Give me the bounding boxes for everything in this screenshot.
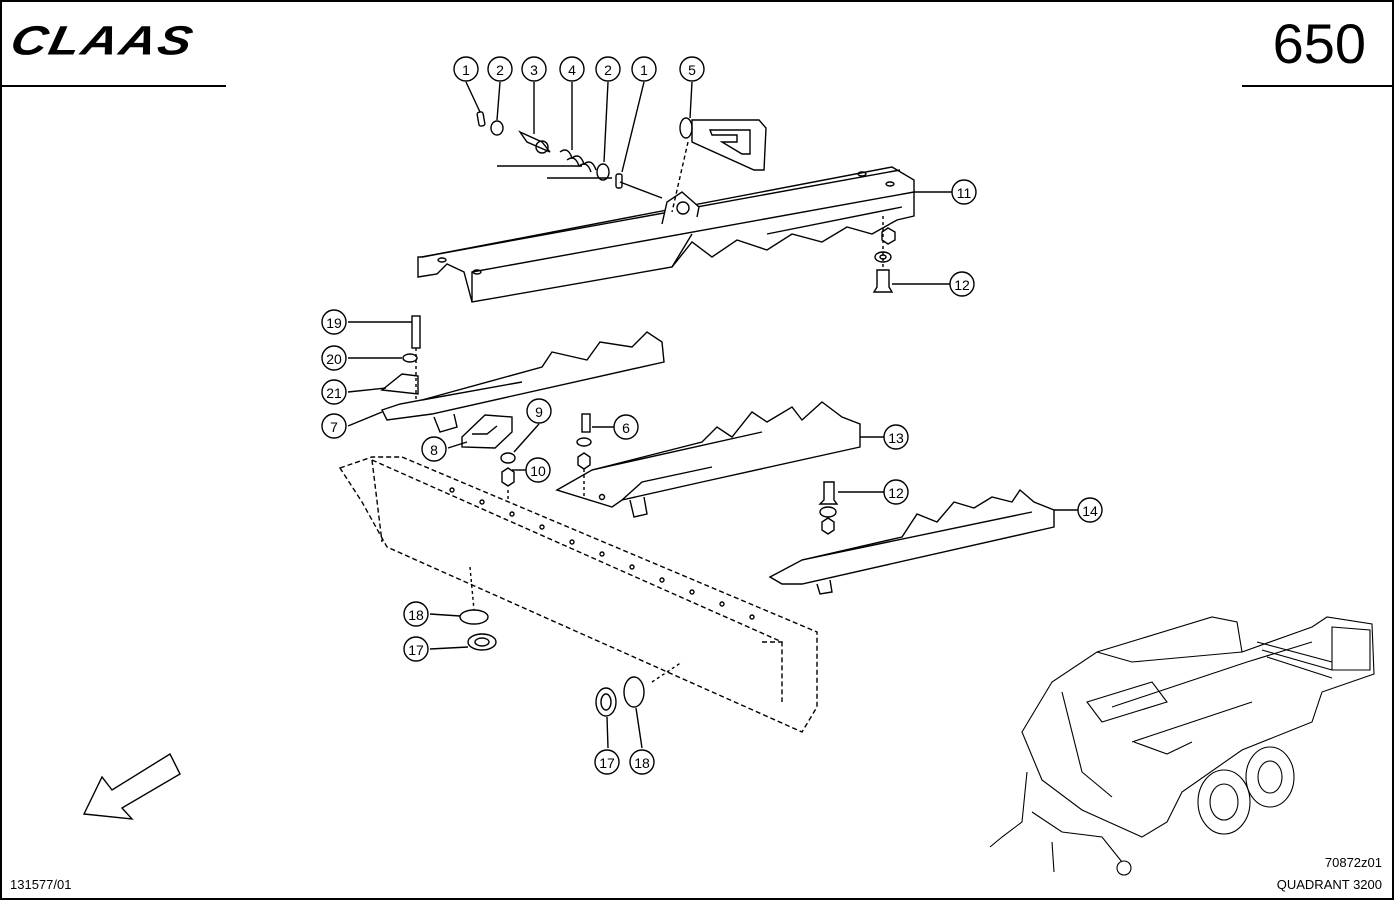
drawing-code: 70872z01 [1324, 855, 1382, 870]
callout-circle [883, 479, 909, 505]
document-code: 131577/01 [10, 877, 72, 892]
callout-number: 18 [408, 607, 424, 623]
callout-circle [629, 749, 655, 775]
part-18-ring-right [623, 661, 683, 708]
callout-c4: 4 [559, 56, 585, 82]
direction-arrow-icon [82, 753, 181, 820]
callout-circle [526, 398, 552, 424]
callout-circle [421, 436, 447, 462]
frame-holes [449, 487, 755, 620]
callout-number: 17 [408, 642, 424, 658]
part-12-lower-bolt [818, 481, 839, 535]
callout-c7: 7 [321, 413, 347, 439]
callout-c1b: 1 [631, 56, 657, 82]
part-10-nut-washer [500, 452, 516, 502]
callout-number: 8 [430, 442, 438, 458]
callout-number: 18 [634, 755, 650, 771]
callout-number: 13 [888, 430, 904, 446]
part-13-knife-assembly [555, 401, 861, 518]
page-number: 650 [1272, 12, 1366, 75]
callout-circle [631, 56, 657, 82]
callout-circle [403, 601, 429, 627]
callout-circle [321, 345, 347, 371]
part-8-wear-plate [461, 414, 513, 449]
part-5-latch-bracket [671, 117, 767, 213]
part-7-knife-holder [380, 315, 665, 433]
callout-number: 3 [530, 62, 538, 78]
callout-circle [403, 636, 429, 662]
callout-number: 4 [568, 62, 576, 78]
callout-circle [453, 56, 479, 82]
callout-c17b: 17 [594, 749, 620, 775]
callout-circle [949, 271, 975, 297]
callout-c6: 6 [613, 414, 639, 440]
callout-c17a: 17 [403, 636, 429, 662]
callout-c8: 8 [421, 436, 447, 462]
callout-number: 19 [326, 315, 342, 331]
model-name: QUADRANT 3200 [1276, 877, 1382, 892]
callout-c12b: 12 [883, 479, 909, 505]
callout-number: 17 [599, 755, 615, 771]
callout-circle [521, 56, 547, 82]
callout-number: 14 [1082, 503, 1098, 519]
callout-circle [321, 379, 347, 405]
leader-lines [347, 81, 1078, 749]
callout-number: 20 [326, 351, 342, 367]
callout-circle [321, 309, 347, 335]
callout-c11: 11 [951, 179, 977, 205]
callout-circle [883, 424, 909, 450]
callout-number: 5 [688, 62, 696, 78]
callout-number: 7 [330, 419, 338, 435]
callout-number: 1 [462, 62, 470, 78]
callout-number: 1 [640, 62, 648, 78]
callout-circle [951, 179, 977, 205]
part-14-knife [768, 488, 1055, 595]
callout-circle [613, 414, 639, 440]
part-17-bushing-left [467, 633, 497, 651]
callout-circle [679, 56, 705, 82]
callout-circle [1077, 497, 1103, 523]
callout-number: 2 [604, 62, 612, 78]
callout-c5: 5 [679, 56, 705, 82]
callout-c2a: 2 [487, 56, 513, 82]
callout-number: 11 [957, 185, 972, 201]
callout-circle [525, 457, 551, 483]
callout-number: 21 [326, 385, 342, 401]
part-18-ring-left [459, 566, 489, 625]
callout-c12a: 12 [949, 271, 975, 297]
part-17-bushing-right [595, 687, 617, 717]
callout-c3: 3 [521, 56, 547, 82]
callout-circle [559, 56, 585, 82]
callout-number: 12 [888, 485, 904, 501]
parts-1-4-pin-assembly [476, 111, 663, 199]
callout-c14: 14 [1077, 497, 1103, 523]
callout-c19: 19 [321, 309, 347, 335]
baler-machine-illustration [989, 616, 1375, 876]
part-11-upper-rail [417, 166, 915, 303]
callout-number: 9 [535, 404, 543, 420]
callout-c2b: 2 [595, 56, 621, 82]
callout-c10: 10 [525, 457, 551, 483]
callout-number: 12 [954, 277, 970, 293]
callout-circle [594, 749, 620, 775]
callout-circle [595, 56, 621, 82]
callout-c1a: 1 [453, 56, 479, 82]
callout-c9: 9 [526, 398, 552, 424]
callout-circle [487, 56, 513, 82]
callout-c20: 20 [321, 345, 347, 371]
callout-number: 2 [496, 62, 504, 78]
callout-circle [321, 413, 347, 439]
callout-c18a: 18 [403, 601, 429, 627]
callout-number: 6 [622, 420, 630, 436]
callout-c13: 13 [883, 424, 909, 450]
callout-c18b: 18 [629, 749, 655, 775]
callout-c21: 21 [321, 379, 347, 405]
dashed-frame-beam [338, 456, 818, 733]
part-12-upper-bolt [872, 216, 896, 293]
callout-number: 10 [530, 463, 546, 479]
